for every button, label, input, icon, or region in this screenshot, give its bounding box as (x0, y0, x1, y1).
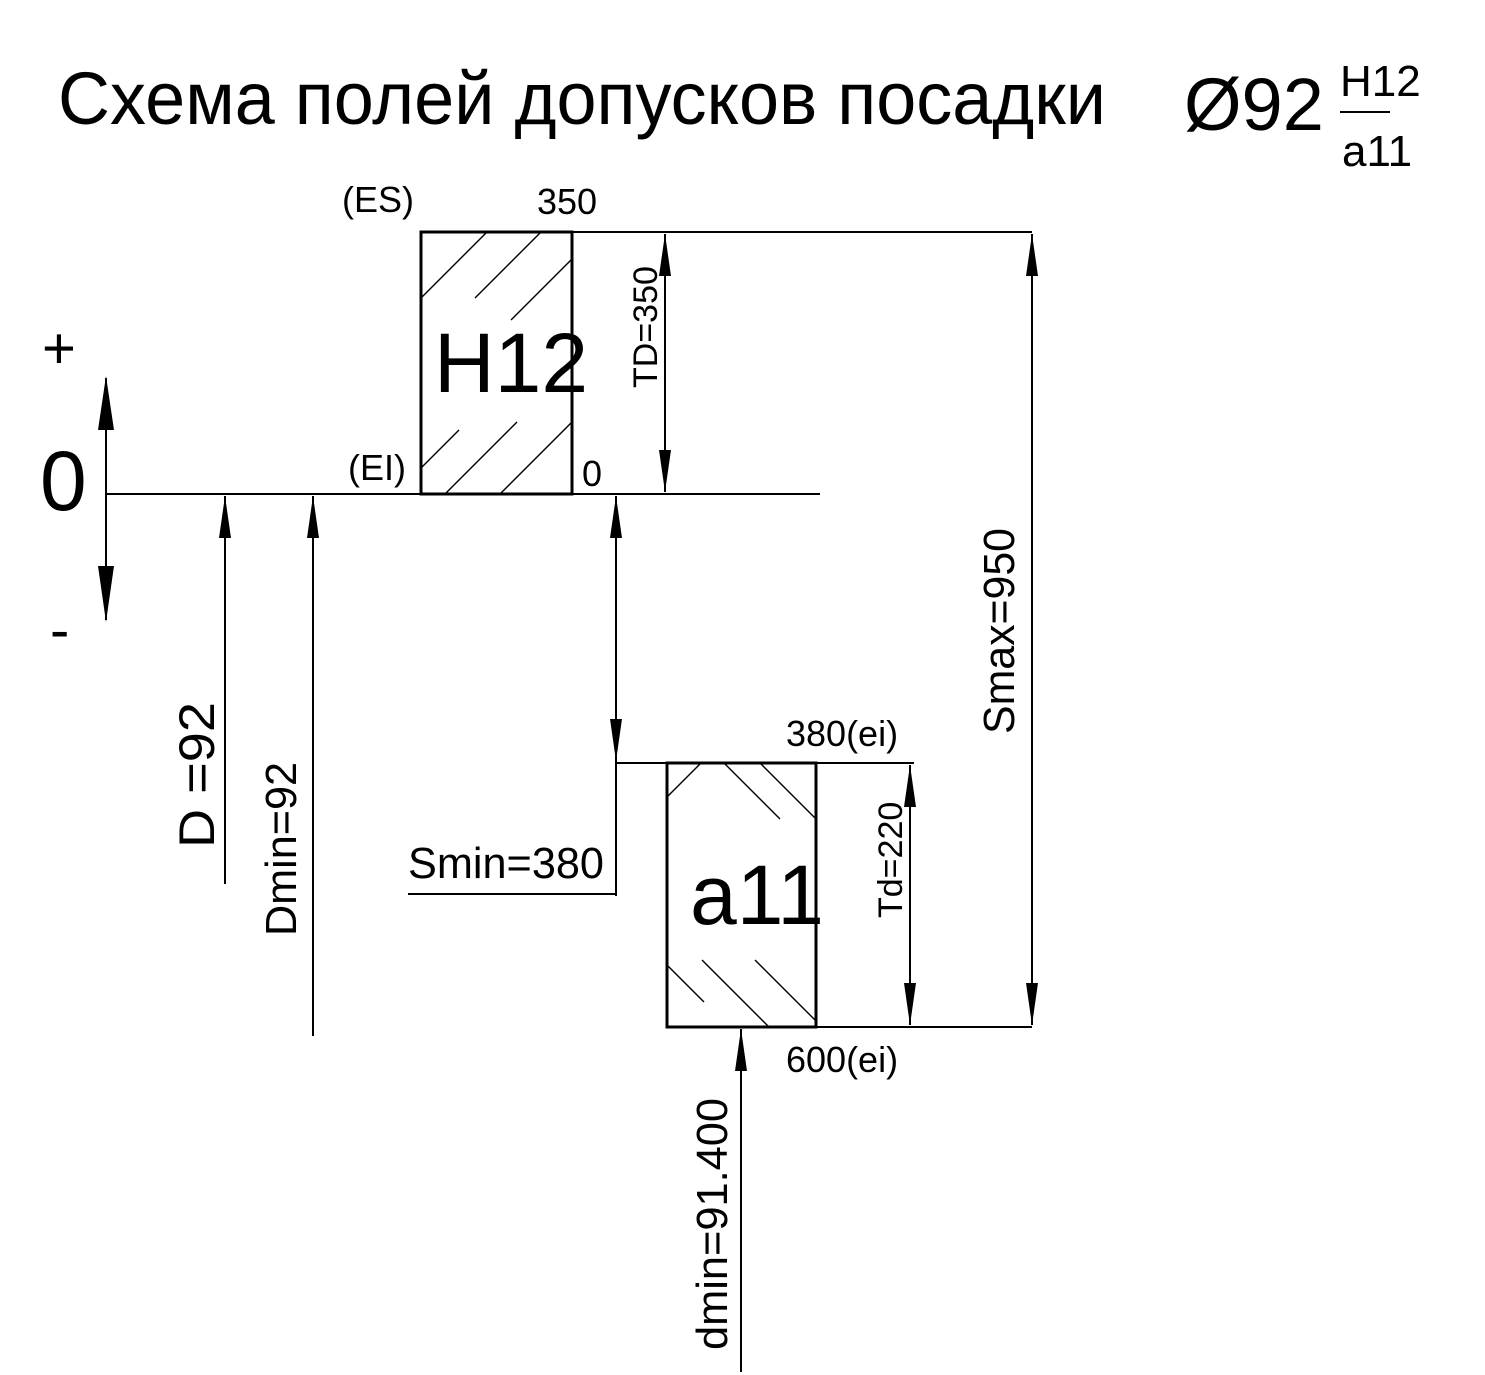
shaft-hatching (667, 763, 816, 1027)
shaft-tolerance-label: Td=220 (872, 802, 910, 918)
page-title: Схема полей допусков посадки (58, 57, 1106, 140)
shaft-dmin-label: dmin=91.400 (688, 1098, 737, 1350)
hole-tolerance-label: TD=350 (627, 266, 665, 388)
hole-dmin-leader (307, 496, 319, 1036)
shaft-upper-deviation: 380(ei) (786, 713, 898, 754)
shaft-field-name: a11 (690, 848, 824, 942)
nominal-size-label: D =92 (169, 702, 225, 848)
nominal-size-leader (219, 496, 231, 884)
axis-plus-sign: + (42, 316, 76, 381)
hole-ei-value: 0 (582, 453, 602, 494)
smin-label: Smin=380 (408, 839, 604, 888)
smin-dimension (408, 496, 622, 896)
hole-field-h12 (419, 230, 574, 496)
hole-ei-label: (EI) (348, 447, 406, 488)
hole-field-name: H12 (434, 316, 588, 410)
fit-nominal: Ø92 (1184, 63, 1324, 146)
axis-minus-sign: - (50, 598, 69, 663)
smax-dimension (1026, 234, 1038, 1025)
hole-tolerance-dimension (659, 234, 671, 492)
fit-shaft-field: a11 (1342, 127, 1412, 176)
hole-hatching (421, 232, 572, 494)
fit-hole-field: H12 (1340, 57, 1421, 106)
hole-es-label: (ES) (342, 179, 414, 220)
shaft-tolerance-dimension (904, 765, 916, 1025)
hole-es-value: 350 (537, 181, 597, 222)
shaft-dmin-leader (735, 1029, 747, 1372)
deviation-axis (98, 376, 114, 622)
axis-zero-label: 0 (40, 434, 87, 528)
smax-label: Smax=950 (975, 528, 1024, 734)
hole-dmin-label: Dmin=92 (257, 762, 306, 936)
shaft-lower-deviation: 600(ei) (786, 1039, 898, 1080)
